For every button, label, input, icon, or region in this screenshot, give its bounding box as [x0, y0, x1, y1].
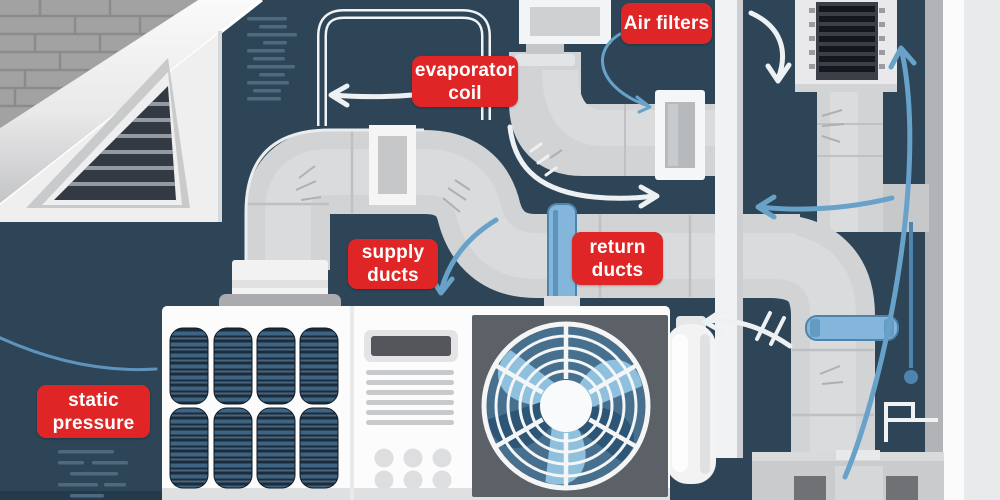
text-dashes-top [247, 17, 297, 101]
pipe-flag-outline [884, 402, 938, 442]
fan-grille [481, 321, 651, 491]
wall-grille [795, 0, 897, 92]
label-text: ducts [367, 265, 419, 286]
support-column [715, 0, 743, 458]
return-filter-box [655, 90, 705, 180]
duct-crinkle-marks [295, 109, 845, 385]
ceiling-register [519, 0, 611, 44]
airflow-arrow-left-blue-icon [755, 194, 895, 220]
control-display [364, 330, 458, 362]
decorative-blue-arc [0, 336, 158, 372]
duct-collar [219, 260, 341, 314]
airflow-arrow-right-icon [507, 124, 660, 209]
duct-register-left [369, 125, 416, 205]
coil-panels [169, 327, 339, 489]
condenser-fan [472, 315, 668, 497]
label-text: supply [361, 242, 425, 263]
label-text: ducts [591, 259, 644, 281]
right-wall [925, 0, 1000, 500]
text-dashes-bottom [58, 450, 128, 498]
sensor-line [904, 222, 918, 384]
cabinet-dots [374, 448, 452, 490]
refrigerant-pipe-vertical [544, 203, 580, 311]
airflow-arrow-up-blue-icon [842, 45, 917, 480]
label-connector-line [601, 32, 652, 114]
label-air-filters: Air filters [621, 3, 712, 44]
label-text: evaporator [414, 59, 516, 81]
airflow-arrow-left-hash-icon [702, 309, 793, 349]
label-static-pressure: static pressure [37, 385, 150, 438]
label-text: static [68, 389, 119, 411]
airflow-arrow-down-icon [748, 10, 792, 84]
main-duct [244, 128, 875, 458]
label-text: Air filters [623, 13, 710, 34]
label-supply-ducts: supply ducts [348, 239, 438, 289]
water-tank [666, 316, 716, 484]
label-text: pressure [52, 412, 135, 434]
label-evaporator-coil: evaporator coil [412, 56, 518, 107]
refrigerant-line-outline [317, 9, 491, 126]
label-return-ducts: return ducts [572, 232, 663, 285]
label-text: coil [448, 82, 482, 104]
label-text: return [589, 236, 646, 258]
vent-louvers [366, 370, 454, 425]
